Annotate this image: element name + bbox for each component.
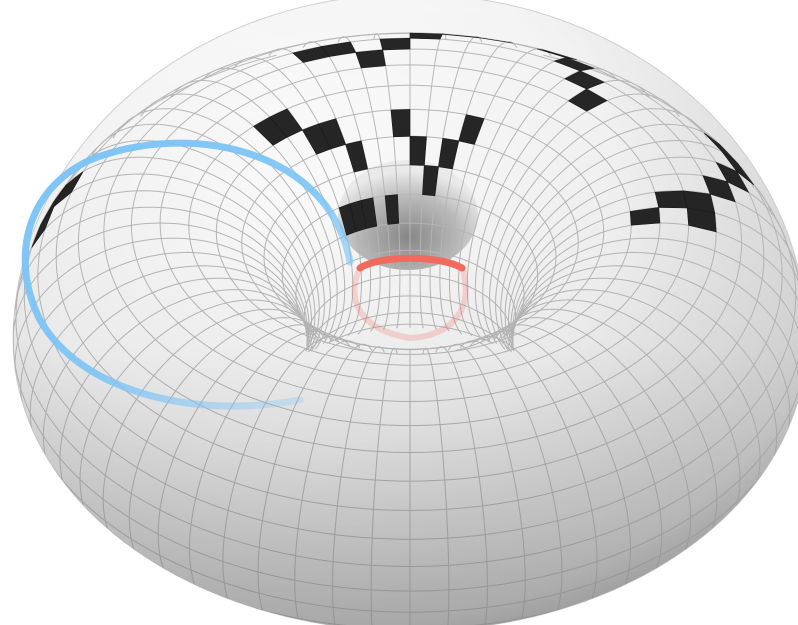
torus-canvas [0,0,798,625]
torus-cellular-automaton-figure [0,0,798,625]
